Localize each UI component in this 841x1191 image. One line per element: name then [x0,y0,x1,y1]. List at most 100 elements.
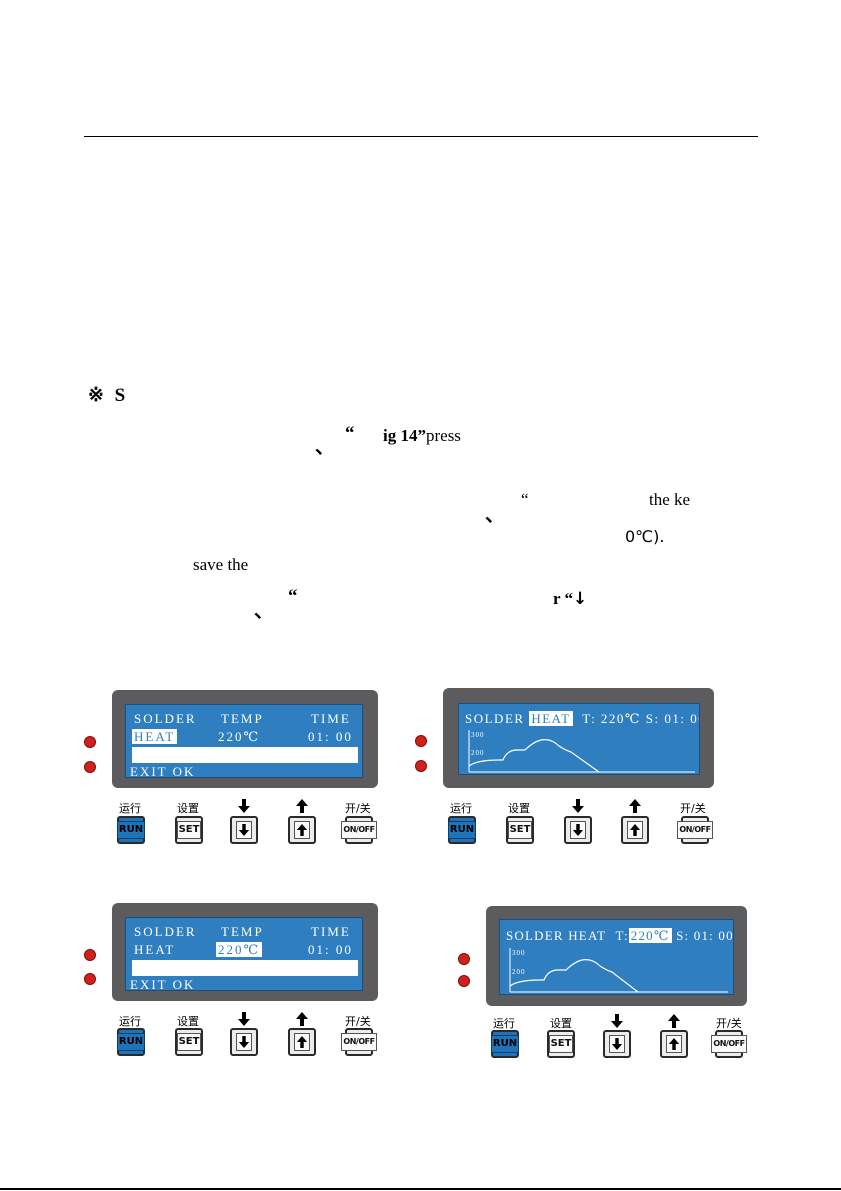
header-rule [84,136,758,137]
arrow-up-icon [666,1035,682,1053]
arrow-up-icon [294,1033,310,1051]
lcd-header-temp-c: TEMP [221,924,264,939]
onoff-key-label-b: 开/关 [680,802,706,815]
set-key-label-d: 设置 [550,1017,572,1030]
onoff-button-b[interactable]: ON/OFF [677,816,713,844]
figure-ref-text: ig 14” [383,426,426,445]
up-key-label-icon-d [668,1014,680,1028]
up-button-b[interactable] [621,816,649,844]
lcd-row-name-c: HEAT [134,942,176,957]
lcd-title-heat-d: HEAT [568,928,607,943]
up-key-label-icon-c [296,1012,308,1026]
set-button[interactable]: SET [175,816,203,844]
run-key-label-c: 运行 [119,1015,141,1028]
down-button-c[interactable] [230,1028,258,1056]
line-6-quote: “ [288,586,298,607]
set-button-d[interactable]: SET [547,1030,575,1058]
set-key-label-b: 设置 [508,802,530,815]
down-button-b[interactable] [564,816,592,844]
lcd-row-temp: 220℃ [218,729,261,744]
indicator-led-6 [84,973,96,985]
footer-rule [0,1188,841,1190]
up-button-d[interactable] [660,1030,688,1058]
run-button-label-c: RUN [116,1033,146,1051]
arrow-down-icon [236,821,252,839]
indicator-led-1 [84,736,96,748]
graph-tick-200: 200 [471,749,485,757]
lcd-screen-b: SOLDER HEAT T: 220℃ S: 01: 00 300 200 [458,703,700,775]
indicator-led-4 [415,760,427,772]
arrow-down-icon [570,821,586,839]
arrow-up-icon [294,821,310,839]
lcd-header-temp: TEMP [221,711,264,726]
line-6-mark: 、 [254,601,274,622]
down-button-d[interactable] [603,1030,631,1058]
reflow-profile-graph-d [509,948,728,993]
section-heading: ※ S [88,384,125,407]
reference-mark: ※ [88,385,104,406]
controller-panel-a: SOLDER TEMP TIME HEAT 220℃ 01: 00 EXIT O… [112,690,378,788]
run-button[interactable]: RUN [116,816,146,844]
onoff-button[interactable]: ON/OFF [341,816,377,844]
lcd-title-solder-d: SOLDER [506,928,564,943]
graph-tick-300: 300 [471,731,485,739]
lcd-screen-a: SOLDER TEMP TIME HEAT 220℃ 01: 00 EXIT O… [125,704,363,778]
line-6-bold: r “ [553,589,573,608]
arrow-down-glyph-icon: ↓ [573,589,588,609]
lcd-footer: EXIT OK [130,764,196,778]
onoff-button-d[interactable]: ON/OFF [711,1030,747,1058]
run-button-d[interactable]: RUN [490,1030,520,1058]
run-button-c[interactable]: RUN [116,1028,146,1056]
arrow-down-icon [236,1033,252,1051]
set-button-label-c: SET [176,1033,202,1051]
graph-tick-300-d: 300 [512,949,526,957]
indicator-led-8 [458,975,470,987]
lcd-header-time-c: TIME [311,924,351,939]
lcd-header-solder: SOLDER [134,711,197,726]
run-button-label-b: RUN [447,821,477,839]
lcd-row-name: HEAT [132,729,178,744]
lcd-title-t-label-d: T: [615,928,629,943]
lcd-title-time-d: S: 01: 00 [676,928,734,943]
graph-tick-200-d: 200 [512,968,526,976]
line-3-text: the ke [649,490,691,509]
lcd-title-time: S: 01: 00 [645,711,699,726]
set-key-label: 设置 [177,802,199,815]
line-2-quote: “ [345,423,355,444]
onoff-button-label-c: ON/OFF [341,1033,377,1051]
set-button-b[interactable]: SET [506,816,534,844]
onoff-button-c[interactable]: ON/OFF [341,1028,377,1056]
line-6-text: r “↓ [553,589,587,609]
onoff-button-label-b: ON/OFF [677,821,713,839]
lcd-title-heat-selected: HEAT [529,711,573,726]
line-3-mark: 、 [485,505,505,526]
lcd-row-time: 01: 00 [308,729,353,744]
lcd-header-time: TIME [311,711,351,726]
lcd-screen-d: SOLDER HEAT T:220℃ S: 01: 00 300 200 [499,919,734,995]
lcd-title-solder: SOLDER [465,711,525,726]
lcd-title: SOLDER HEAT T: 220℃ S: 01: 00 [465,711,699,726]
lcd-footer-c: EXIT OK [130,977,196,991]
set-button-c[interactable]: SET [175,1028,203,1056]
reflow-profile-graph [468,730,695,773]
onoff-button-label: ON/OFF [341,821,377,839]
controller-panel-d: SOLDER HEAT T:220℃ S: 01: 00 300 200 [486,906,747,1006]
lcd-row-time-c: 01: 00 [308,942,353,957]
run-button-b[interactable]: RUN [447,816,477,844]
up-button[interactable] [288,816,316,844]
run-key-label-b: 运行 [450,802,472,815]
section-heading-letter: S [114,385,126,406]
down-button[interactable] [230,816,258,844]
up-button-c[interactable] [288,1028,316,1056]
lcd-row-temp-c: 220℃ [216,942,263,957]
lcd-screen-c: SOLDER TEMP TIME HEAT 220℃ 01: 00 EXIT O… [125,917,363,991]
controller-panel-c: SOLDER TEMP TIME HEAT 220℃ 01: 00 EXIT O… [112,903,378,1001]
run-key-label-d: 运行 [493,1017,515,1030]
run-button-label-d: RUN [490,1035,520,1053]
indicator-led-7 [458,953,470,965]
up-key-label-icon [296,799,308,813]
controller-panel-b: SOLDER HEAT T: 220℃ S: 01: 00 300 200 [443,688,714,788]
indicator-led-2 [84,761,96,773]
set-button-label-b: SET [507,821,533,839]
run-button-label: RUN [116,821,146,839]
